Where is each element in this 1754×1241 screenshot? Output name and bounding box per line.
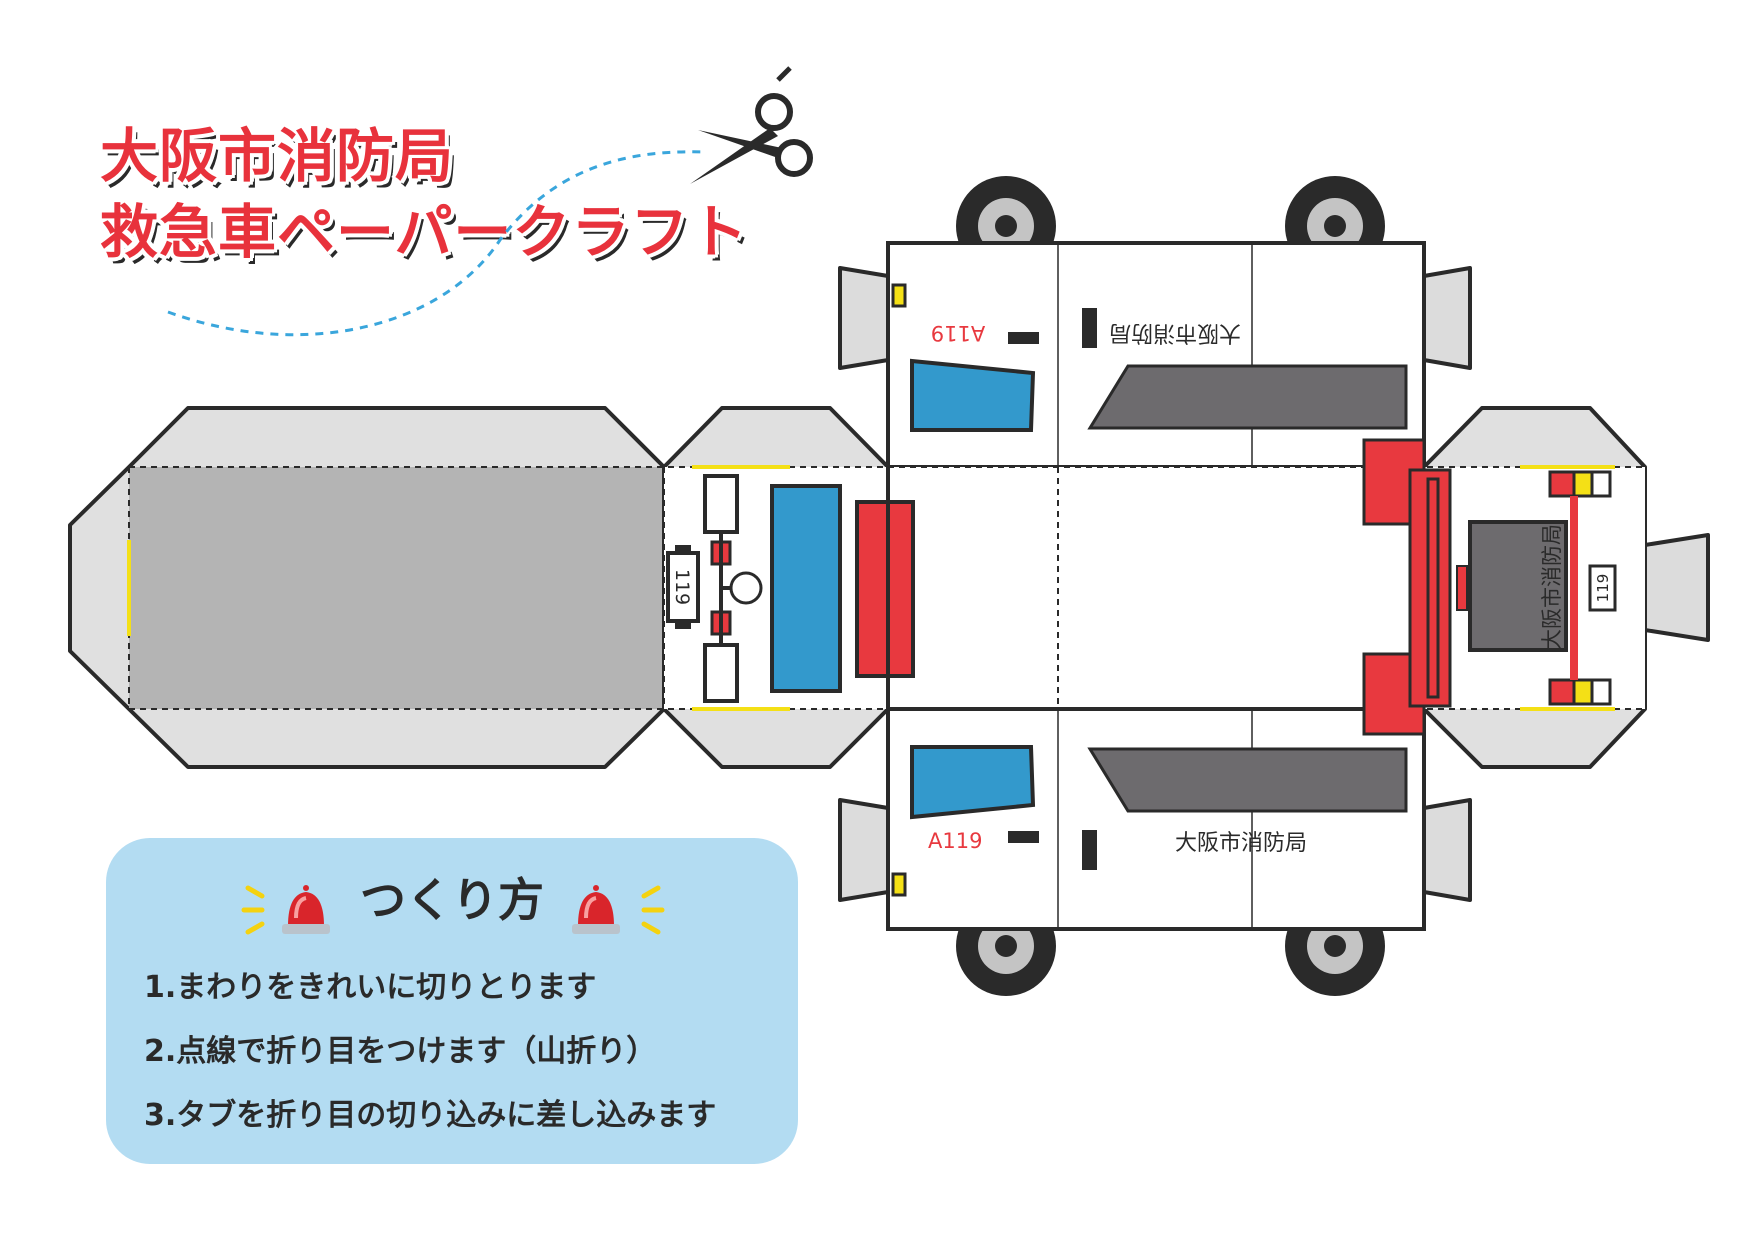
rear-window xyxy=(1468,520,1568,652)
instructions-panel: つくり方 1.まわりをきれいに切りとります 2.点線で折り目をつけます（山折り）… xyxy=(106,838,798,1164)
siren-light-icon xyxy=(282,885,330,934)
tab-slits xyxy=(127,465,1615,711)
instruction-step-3: 3.タブを折り目の切り込みに差し込みます xyxy=(144,1098,717,1133)
instruction-step-2: 2.点線で折り目をつけます（山折り） xyxy=(144,1034,657,1069)
front-emblem xyxy=(729,571,763,605)
rear-label: 大阪市消防局 xyxy=(1540,524,1564,650)
siren-rays-right xyxy=(641,885,665,935)
body-bottom-side xyxy=(886,707,1426,931)
title-line-2: 救急車ペーパークラフト xyxy=(100,198,749,266)
page-title: 大阪市消防局 救急車ペーパークラフト xyxy=(100,118,748,270)
instruction-step-1: 1.まわりをきれいに切りとります xyxy=(144,970,597,1005)
side-flaps xyxy=(838,266,1710,902)
rear-plate-number: 119 xyxy=(1594,574,1612,603)
unit-number-top: A119 xyxy=(931,321,985,345)
side-label-bottom: 大阪市消防局 xyxy=(1175,831,1307,856)
front-light-bar xyxy=(855,500,915,678)
body-floor xyxy=(888,467,1424,709)
title-line-1: 大阪市消防局 xyxy=(100,122,455,190)
scissors-icon xyxy=(690,66,813,184)
headlights xyxy=(703,474,739,703)
siren-light-icon xyxy=(572,885,620,934)
rear-window-bottom xyxy=(1087,747,1408,813)
rear-bumper xyxy=(1362,438,1452,736)
side-window-bottom xyxy=(910,745,1036,820)
windshield xyxy=(770,484,842,693)
decorative-cut-line xyxy=(167,150,706,337)
front-plate-number: 119 xyxy=(671,569,693,605)
side-window-top xyxy=(910,358,1036,432)
rear-plate xyxy=(1588,564,1617,612)
roof-gray-area xyxy=(129,467,664,709)
rear-lights xyxy=(1548,470,1612,706)
unit-number-bottom: A119 xyxy=(928,829,982,853)
rear-window-top xyxy=(1087,364,1408,430)
siren-rays-left xyxy=(241,885,265,935)
side-label-top: 大阪市消防局 xyxy=(1109,320,1241,345)
instructions-heading: つくり方 xyxy=(360,873,544,927)
body-top-side xyxy=(886,241,1426,469)
instruction-steps: 1.まわりをきれいに切りとります 2.点線で折り目をつけます（山折り） 3.タブ… xyxy=(144,956,716,1148)
